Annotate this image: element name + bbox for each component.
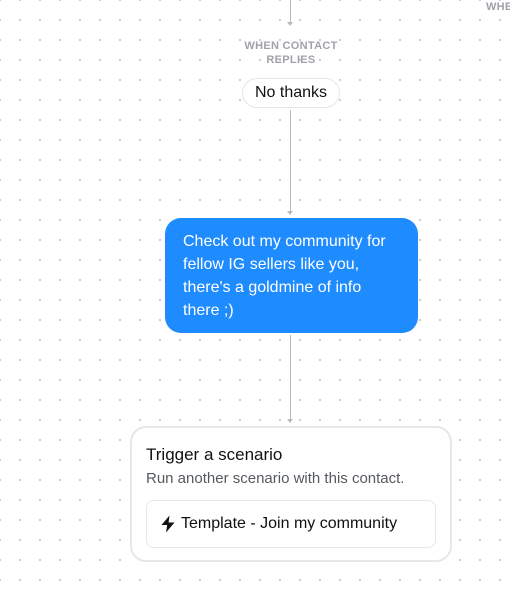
bolt-icon: [160, 515, 176, 533]
connector-arrow-top: [287, 22, 293, 26]
template-label: Template - Join my community: [181, 515, 398, 532]
connector-arrow-message-to-card: [287, 419, 293, 423]
connector-line-message-to-card: [290, 335, 291, 420]
card-description: Run another scenario with this contact.: [146, 470, 405, 487]
template-button[interactable]: Template - Join my community: [146, 500, 436, 548]
edge-label-when-contact-replies: WHEN CONTACT REPLIES: [244, 40, 338, 66]
connector-line-top: [290, 0, 291, 22]
trigger-scenario-card[interactable]: Trigger a scenario Run another scenario …: [130, 426, 452, 562]
edge-label-partial: WHE: [486, 1, 510, 13]
card-title: Trigger a scenario: [146, 445, 283, 464]
connector-line-reply-to-message: [290, 110, 291, 212]
connector-arrow-reply-to-message: [287, 211, 293, 215]
reply-option-pill[interactable]: No thanks: [242, 78, 340, 108]
message-bubble[interactable]: Check out my community for fellow IG sel…: [165, 218, 418, 333]
